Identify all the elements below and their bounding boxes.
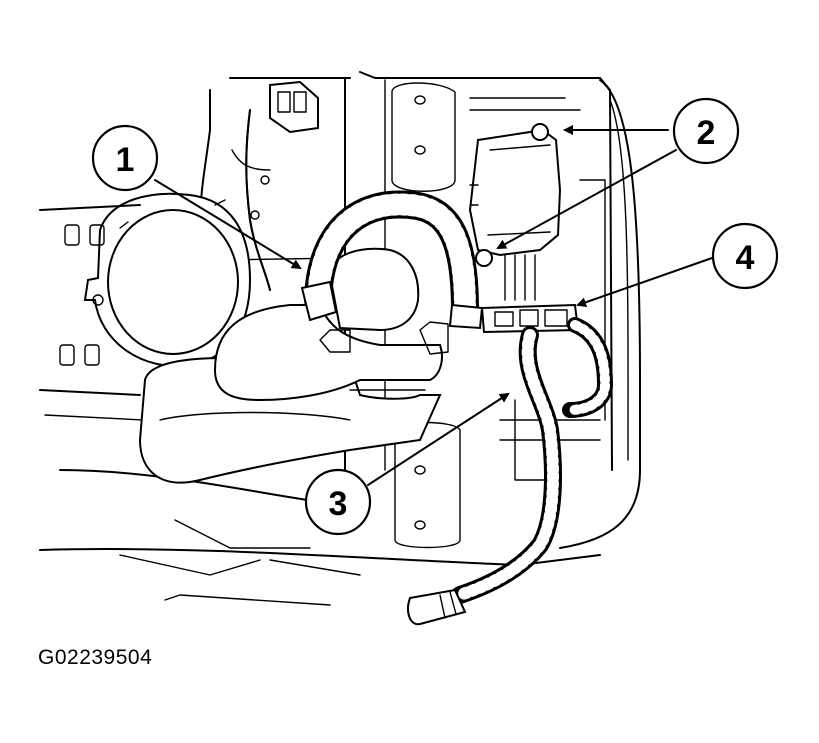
figure-code: G02239504 xyxy=(38,646,153,669)
corrugated-harness-upper xyxy=(300,190,484,330)
callout-arrows xyxy=(154,125,713,486)
lower-harness xyxy=(407,317,614,626)
callout-3: 3 xyxy=(304,468,372,536)
callout-3-label: 3 xyxy=(329,485,348,523)
door-speaker xyxy=(83,192,252,367)
callout-2: 2 xyxy=(672,97,740,165)
door-lock-actuator xyxy=(468,123,562,301)
upper-harness xyxy=(245,80,319,291)
callout-4-label: 4 xyxy=(736,239,755,277)
callout-2-label: 2 xyxy=(697,114,716,152)
door-duct xyxy=(138,247,449,484)
callout-1: 1 xyxy=(91,124,159,192)
door-inner-panel xyxy=(344,71,641,549)
callout-1-label: 1 xyxy=(116,141,135,179)
callout-4: 4 xyxy=(711,222,779,290)
